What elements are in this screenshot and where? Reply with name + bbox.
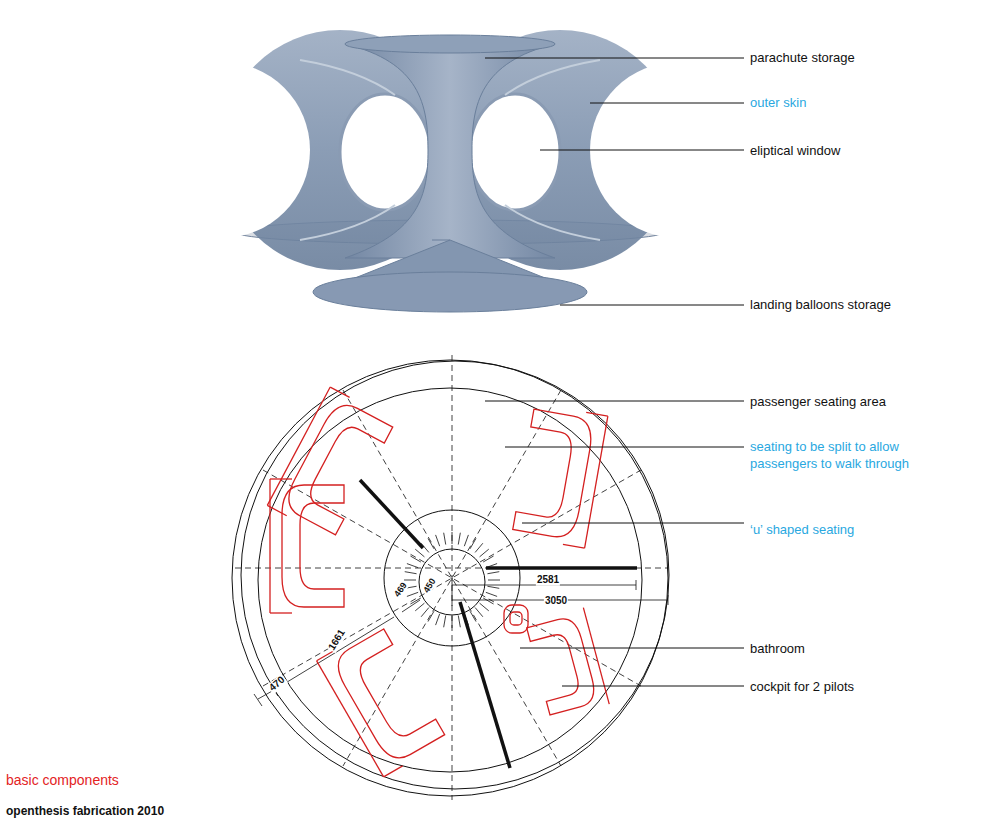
part-label: outer skin xyxy=(750,95,806,112)
part-label: parachute storage xyxy=(750,50,855,67)
part-label: bathroom xyxy=(750,641,805,658)
credit: openthesis fabrication 2010 xyxy=(6,804,164,820)
dimension: 469 xyxy=(392,580,409,599)
dimension: 450 xyxy=(421,576,438,595)
heading: basic components xyxy=(6,771,119,789)
capsule xyxy=(134,30,766,312)
part-label: seating to be split to allow passengers … xyxy=(750,439,940,473)
part-label: cockpit for 2 pilots xyxy=(750,679,854,696)
dimension: 3050 xyxy=(544,596,568,607)
leader-lines xyxy=(485,58,744,686)
part-label: ‘u’ shaped seating xyxy=(750,522,854,539)
part-label: eliptical window xyxy=(750,143,840,160)
dimension: 470 xyxy=(266,674,287,694)
dimension: 1661 xyxy=(326,627,348,653)
dimension: 2581 xyxy=(536,575,560,586)
part-label: landing balloons storage xyxy=(750,297,891,314)
floor-plan xyxy=(232,355,669,800)
part-label: passenger seating area xyxy=(750,394,886,411)
